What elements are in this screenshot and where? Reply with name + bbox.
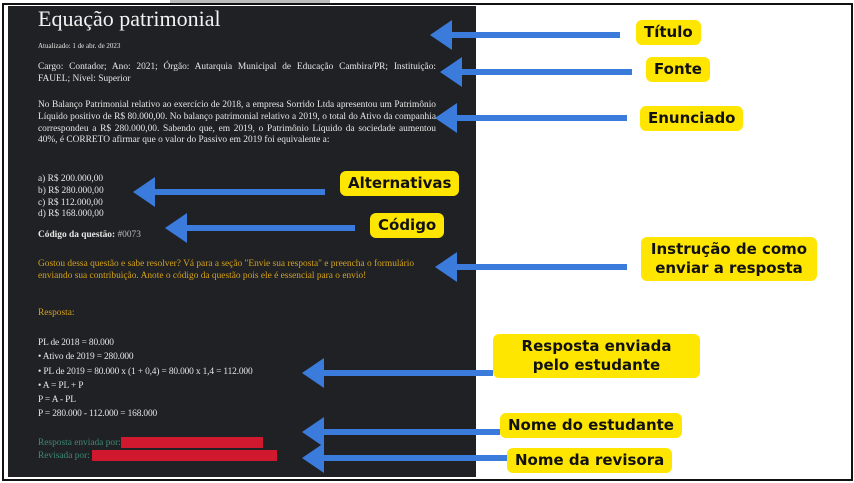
arrow-icon — [165, 213, 355, 243]
label-revisora: Nome da revisora — [507, 448, 673, 473]
question-source: Cargo: Contador; Ano: 2021; Órgão: Autar… — [38, 62, 436, 84]
label-alternativas: Alternativas — [340, 171, 460, 196]
question-code: Código da questão: #0073 — [38, 230, 141, 240]
label-codigo: Código — [370, 213, 445, 238]
cropped-header-strip — [170, 0, 330, 3]
question-code-value: #0073 — [117, 230, 141, 240]
question-page: Equação patrimonial Atualizado: 1 de abr… — [8, 6, 476, 477]
label-resposta: Resposta enviada pelo estudante — [493, 334, 700, 378]
label-estudante: Nome do estudante — [500, 413, 682, 438]
arrow-icon — [440, 57, 632, 87]
page-title: Equação patrimonial — [38, 6, 221, 31]
redacted-student-name — [120, 437, 263, 449]
arrow-icon — [302, 358, 493, 388]
updated-date: Atualizado: 1 de abr. de 2023 — [38, 42, 121, 50]
arrow-icon — [302, 443, 507, 473]
alternative-b: b) R$ 280.000,00 — [38, 185, 104, 196]
question-code-label: Código da questão: — [38, 230, 116, 240]
answer-solution: PL de 2018 = 80.000 • Ativo de 2019 = 28… — [38, 336, 253, 422]
solution-line: P = A - PL — [38, 395, 76, 406]
reviewed-by-label: Revisada por: — [38, 450, 90, 461]
answer-label: Resposta: — [38, 308, 75, 318]
redacted-reviewer-name — [92, 449, 278, 461]
label-fonte: Fonte — [646, 57, 710, 82]
alternative-a: a) R$ 200.000,00 — [38, 174, 104, 184]
solution-line: • A = PL + P — [38, 380, 84, 391]
screenshot-frame — [2, 3, 853, 481]
arrow-icon — [133, 177, 325, 207]
submission-instruction: Gostou dessa questão e sabe resolver? Vá… — [38, 259, 415, 281]
label-instrucao: Instrução de como enviar a resposta — [641, 237, 817, 281]
sent-by-label: Resposta enviada por: — [38, 438, 121, 448]
question-statement: No Balanço Patrimonial relativo ao exerc… — [38, 100, 436, 146]
label-enunciado: Enunciado — [640, 106, 744, 131]
alternative-d: d) R$ 168.000,00 — [38, 209, 104, 220]
credits: Resposta enviada por: Revisada por: — [38, 437, 278, 462]
label-titulo: Título — [636, 20, 701, 45]
arrow-icon — [430, 20, 620, 50]
solution-line: P = 280.000 - 112.000 = 168.000 — [38, 409, 158, 420]
solution-line: PL de 2018 = 80.000 — [38, 338, 114, 348]
arrow-icon — [435, 103, 627, 133]
alternative-c: c) R$ 112.000,00 — [38, 197, 103, 208]
arrow-icon — [435, 252, 627, 282]
solution-line: • Ativo de 2019 = 280.000 — [38, 352, 134, 363]
arrow-icon — [302, 417, 500, 447]
alternatives-list: a) R$ 200.000,00 b) R$ 280.000,00 c) R$ … — [38, 174, 104, 221]
solution-line: • PL de 2019 = 80.000 x (1 + 0,4) = 80.0… — [38, 366, 253, 377]
